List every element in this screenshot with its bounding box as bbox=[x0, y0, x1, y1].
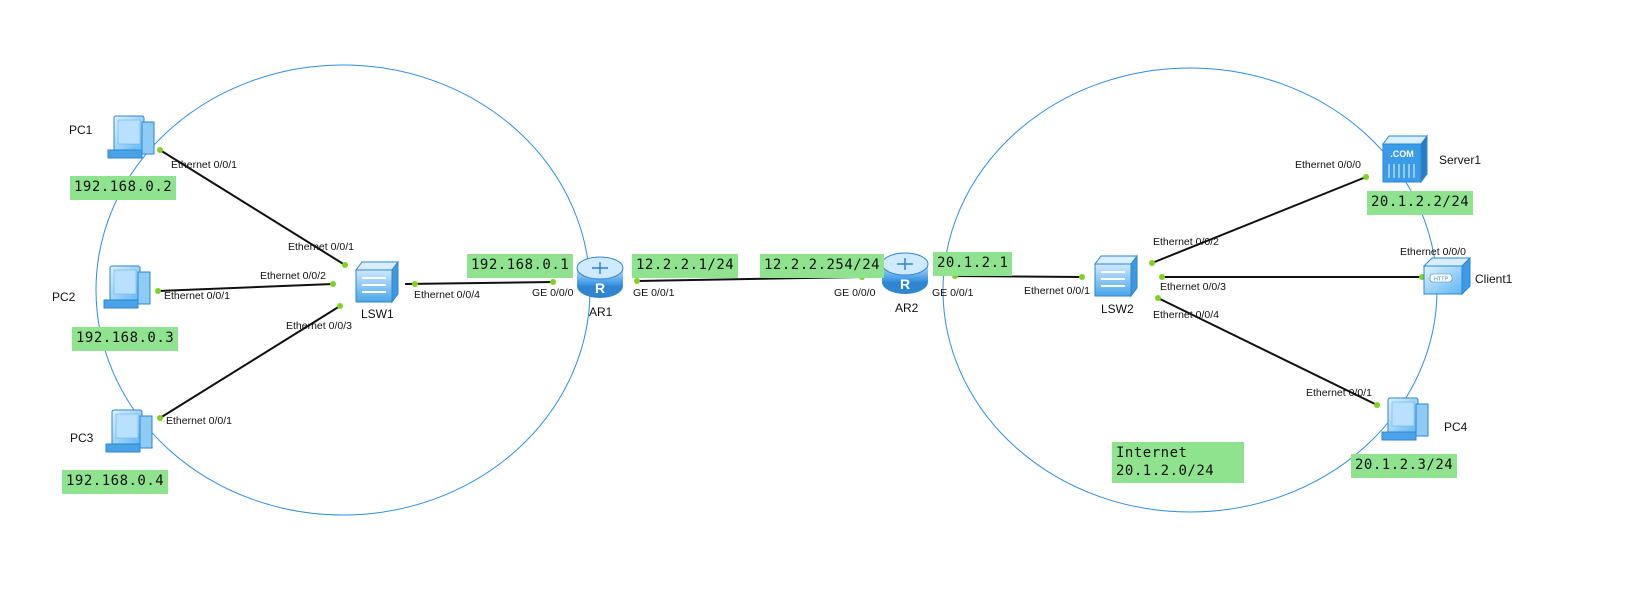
port-pc3: Ethernet 0/0/1 bbox=[166, 415, 232, 427]
pc1-ip-label: 192.168.0.2 bbox=[70, 176, 177, 200]
pc2-icon[interactable] bbox=[103, 265, 151, 309]
lsw1-switch-icon[interactable] bbox=[355, 260, 399, 304]
svg-text:.COM: .COM bbox=[1390, 149, 1414, 159]
ar2-lan-ip-label: 20.1.2.1 bbox=[933, 252, 1013, 276]
ar2-router-icon[interactable]: R bbox=[881, 252, 929, 294]
internet-name: Internet bbox=[1116, 445, 1188, 461]
lsw2-switch-icon[interactable] bbox=[1094, 254, 1138, 298]
link-ar1-ar2 bbox=[636, 276, 863, 282]
port-lsw2-client1: Ethernet 0/0/3 bbox=[1160, 281, 1226, 293]
links bbox=[157, 149, 1422, 419]
ar1-lan-ip-label: 192.168.0.1 bbox=[467, 254, 574, 278]
svg-text:HTTP: HTTP bbox=[1434, 277, 1449, 283]
internet-subnet: 20.1.2.0/24 bbox=[1116, 462, 1215, 479]
port-lsw2-server1: Ethernet 0/0/2 bbox=[1153, 236, 1219, 248]
svg-text:R: R bbox=[595, 280, 605, 296]
server1-name: Server1 bbox=[1439, 153, 1482, 167]
internet-network-label: Internet 20.1.2.0/24 bbox=[1112, 442, 1245, 483]
link-pc1-lsw1 bbox=[159, 149, 346, 266]
ar2-name: AR2 bbox=[895, 301, 919, 315]
pc3-ip-label: 192.168.0.4 bbox=[62, 470, 169, 494]
link-pc3-lsw1 bbox=[159, 305, 341, 419]
link-lsw2-pc4 bbox=[1157, 297, 1378, 406]
link-pc2-lsw1 bbox=[157, 283, 334, 292]
port-lsw1-pc2: Ethernet 0/0/2 bbox=[260, 270, 326, 282]
port-pc2: Ethernet 0/0/1 bbox=[164, 290, 230, 302]
ar1-wan-ip-label: 12.2.2.1/24 bbox=[632, 254, 739, 278]
pc2-ip-label: 192.168.0.3 bbox=[72, 327, 179, 351]
port-dots bbox=[155, 147, 1425, 421]
port-lsw2-pc4: Ethernet 0/0/4 bbox=[1153, 309, 1219, 321]
client1-name: Client1 bbox=[1475, 272, 1513, 286]
server1-ip-label: 20.1.2.2/24 bbox=[1367, 191, 1474, 215]
link-ar2-lsw2 bbox=[954, 275, 1083, 278]
port-lsw1-ar1: Ethernet 0/0/4 bbox=[414, 289, 480, 301]
port-server1: Ethernet 0/0/0 bbox=[1295, 159, 1361, 171]
link-lsw1-ar1 bbox=[404, 281, 554, 285]
port-ar1-lsw1: GE 0/0/0 bbox=[532, 287, 574, 299]
client1-http-client-icon[interactable]: HTTP bbox=[1422, 256, 1472, 296]
link-lsw2-server1 bbox=[1151, 176, 1367, 264]
server1-dns-server-icon[interactable]: .COM bbox=[1382, 134, 1428, 184]
pc1-icon[interactable] bbox=[107, 115, 155, 159]
lsw2-name: LSW2 bbox=[1101, 302, 1134, 316]
pc3-icon[interactable] bbox=[105, 409, 153, 453]
port-pc1: Ethernet 0/0/1 bbox=[171, 159, 237, 171]
port-pc4: Ethernet 0/0/1 bbox=[1306, 387, 1372, 399]
port-ar1-ar2: GE 0/0/1 bbox=[633, 287, 675, 299]
ar1-router-icon[interactable]: R bbox=[576, 256, 624, 298]
pc3-name: PC3 bbox=[70, 431, 94, 445]
pc1-name: PC1 bbox=[69, 123, 93, 137]
ar1-name: AR1 bbox=[589, 305, 613, 319]
ar2-wan-ip-label: 12.2.2.254/24 bbox=[760, 254, 885, 278]
pc4-icon[interactable] bbox=[1381, 397, 1429, 441]
port-ar2-ar1: GE 0/0/0 bbox=[834, 287, 876, 299]
pc2-name: PC2 bbox=[52, 290, 76, 304]
pc4-name: PC4 bbox=[1444, 420, 1468, 434]
pc4-ip-label: 20.1.2.3/24 bbox=[1351, 454, 1458, 478]
port-lsw2-ar2: Ethernet 0/0/1 bbox=[1024, 285, 1090, 297]
svg-text:R: R bbox=[900, 276, 910, 292]
port-client1: Ethernet 0/0/0 bbox=[1400, 246, 1466, 258]
port-ar2-lsw2: GE 0/0/1 bbox=[932, 287, 974, 299]
port-lsw1-pc1: Ethernet 0/0/1 bbox=[288, 241, 354, 253]
lsw1-name: LSW1 bbox=[361, 307, 394, 321]
port-lsw1-pc3: Ethernet 0/0/3 bbox=[286, 320, 352, 332]
